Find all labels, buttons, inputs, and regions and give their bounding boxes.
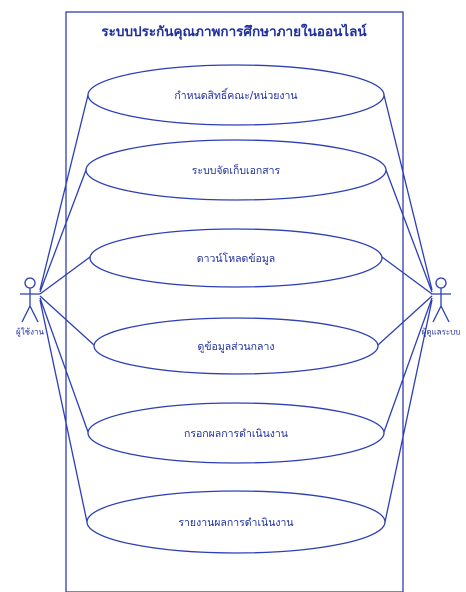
actor-left-label: ผู้ใช้งาน [16,328,44,338]
assoc-left-uc2 [39,169,87,293]
use-case-1[interactable]: กำหนดสิทธิ์คณะ/หน่วยงาน [87,64,385,126]
assoc-right-uc1 [383,94,433,291]
assoc-right-uc6 [384,299,433,523]
use-case-ellipse [86,490,386,554]
use-case-6[interactable]: รายงานผลการดำเนินงาน [86,490,386,554]
use-case-ellipse [93,317,379,375]
use-case-label: ระบบจัดเก็บเอกสาร [192,163,281,177]
actor-left[interactable]: ผู้ใช้งาน [16,277,44,338]
actor-right[interactable]: ผู้ดูแลระบบ [422,277,461,338]
stick-figure-icon [20,277,40,323]
assoc-left-uc6 [39,299,88,523]
assoc-right-uc3 [381,256,433,295]
assoc-right-uc2 [385,169,433,293]
use-case-label: รายงานผลการดำเนินงาน [178,517,293,529]
assoc-right-uc4 [377,295,433,346]
use-case-5[interactable]: กรอกผลการดำเนินงาน [87,402,385,464]
use-case-label: ดาวน์โหลดข้อมูล [197,252,275,265]
use-case-ellipse [87,402,385,464]
assoc-left-uc1 [39,94,89,291]
use-case-label: กรอกผลการดำเนินงาน [184,428,288,440]
stick-figure-icon [431,277,451,323]
actor-right-label: ผู้ดูแลระบบ [422,328,461,338]
assoc-right-uc5 [383,297,433,433]
associations [39,94,433,523]
use-case-2[interactable]: ระบบจัดเก็บเอกสาร [85,139,387,201]
assoc-left-uc3 [39,256,91,295]
use-case-4[interactable]: ดูข้อมูลส่วนกลาง [93,317,379,375]
use-case-3[interactable]: ดาวน์โหลดข้อมูล [89,228,383,288]
assoc-left-uc4 [39,295,95,346]
use-case-ellipse [89,228,383,288]
system-title: ระบบประกันคุณภาพการศึกษาภายในออนไลน์ [101,23,367,40]
use-case-ellipse [85,139,387,201]
system-boundary [65,11,404,592]
use-case-ellipse [87,64,385,126]
use-case-label: กำหนดสิทธิ์คณะ/หน่วยงาน [174,87,297,102]
assoc-left-uc5 [39,297,89,433]
use-case-label: ดูข้อมูลส่วนกลาง [198,341,275,353]
